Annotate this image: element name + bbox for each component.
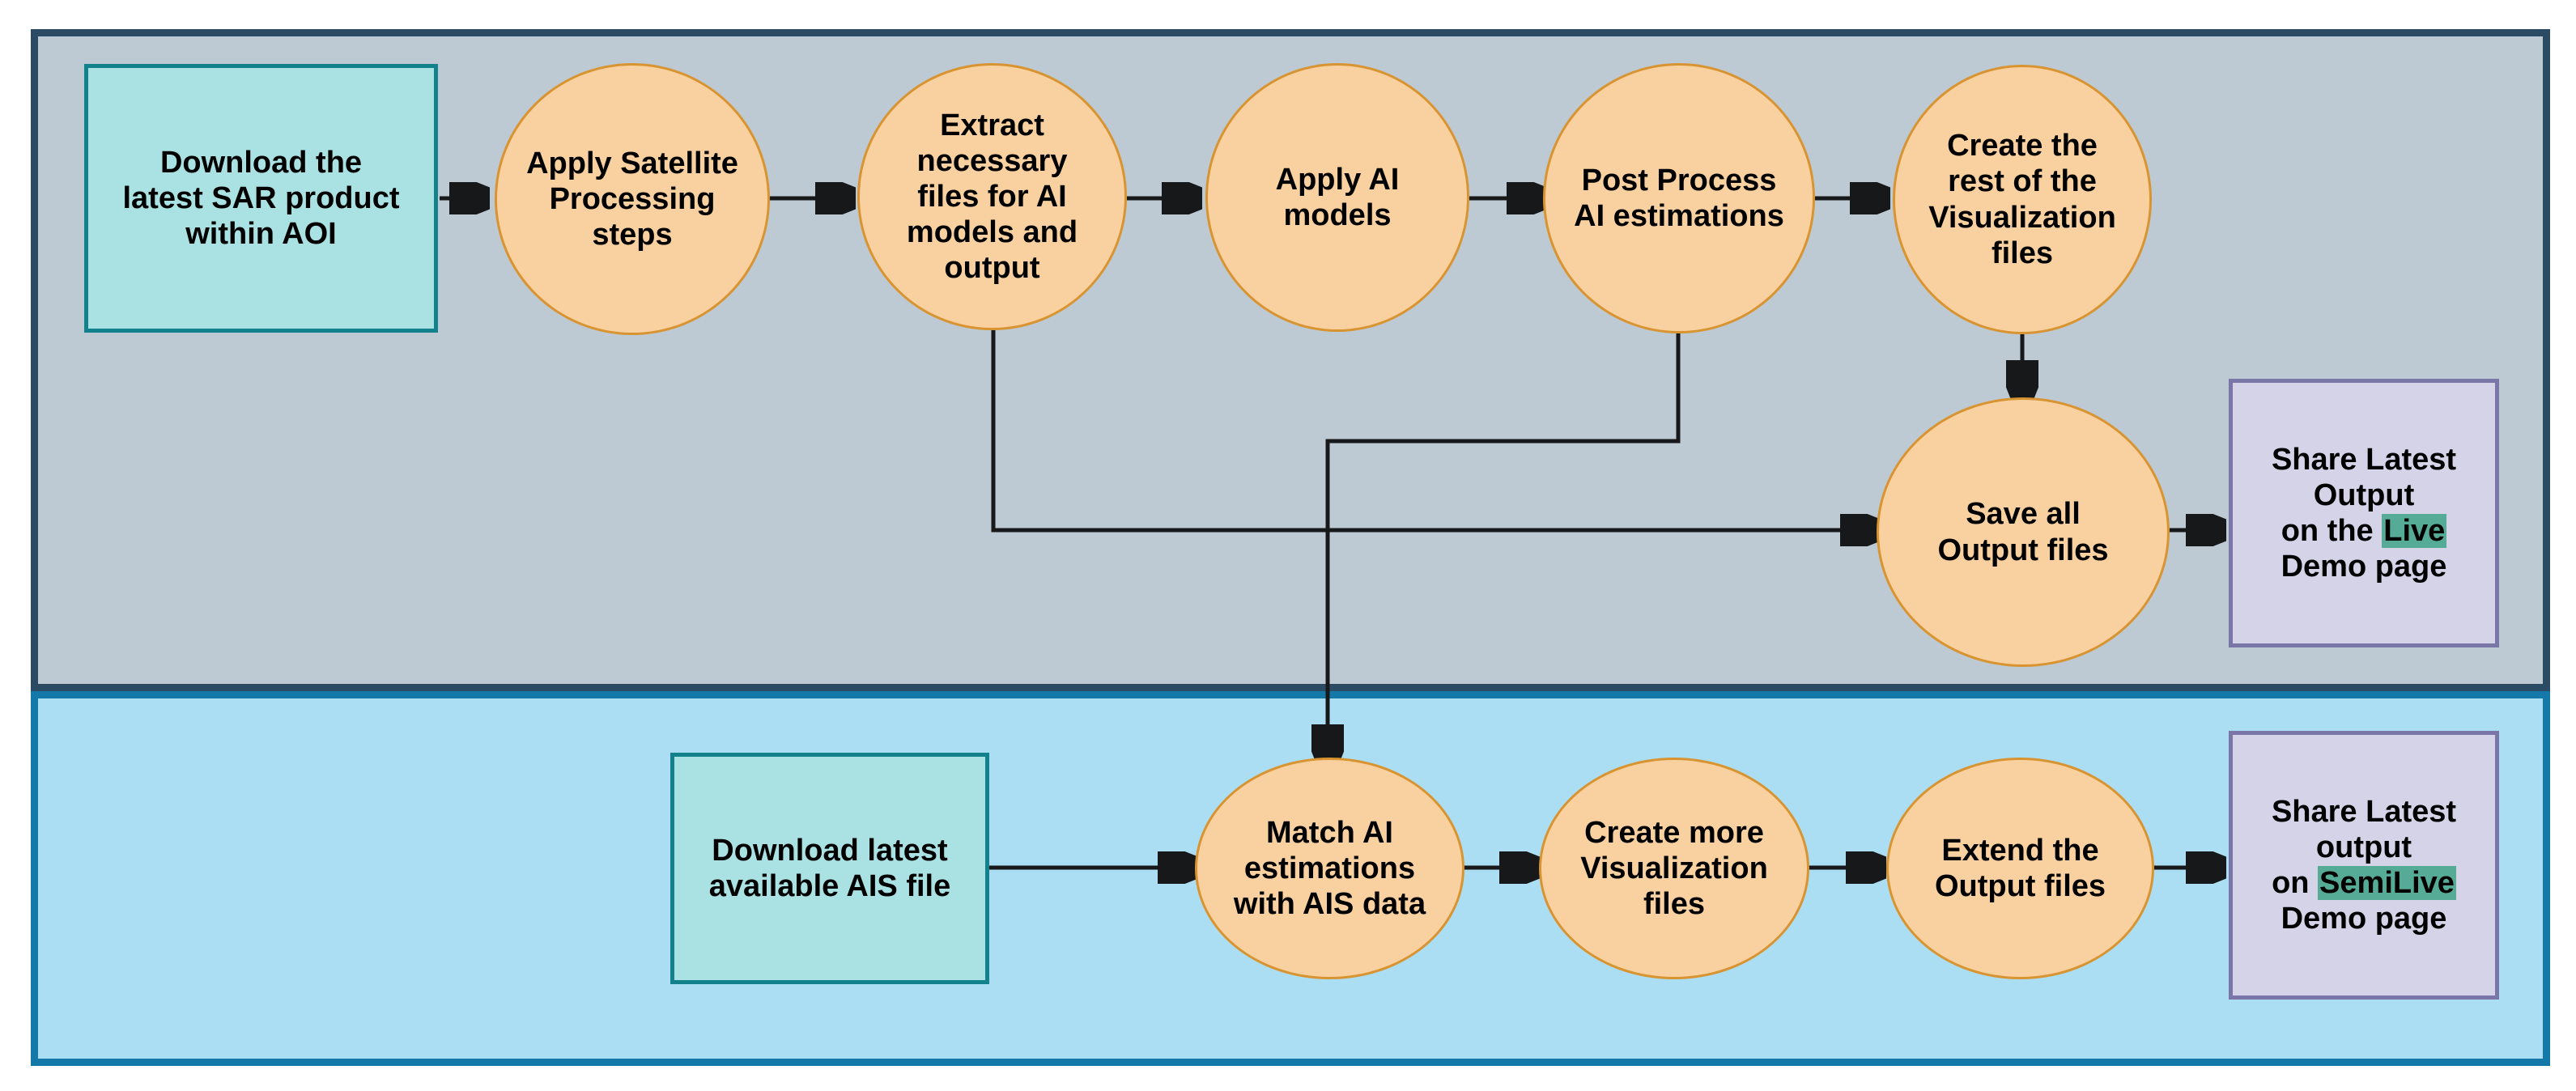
node-extend-output-files[interactable]: Extend the Output files [1886, 758, 2154, 979]
share-live-line-1: Share Latest [2271, 442, 2457, 477]
node-create-rest-visualization-files[interactable]: Create the rest of the Visualization fil… [1893, 65, 2152, 334]
share-semilive-highlight: SemiLive [2318, 866, 2456, 900]
node-download-sar-label: Download the latest SAR product within A… [122, 145, 400, 252]
share-semilive-line-1: Share Latest [2271, 794, 2457, 829]
node-download-latest-ais[interactable]: Download latest available AIS file [670, 753, 989, 984]
node-extract-necessary-files-label: Extract necessary files for AI models an… [906, 108, 1078, 286]
share-semilive-line-2: output [2315, 830, 2412, 864]
node-match-ai-estimations-label: Match AI estimations with AIS data [1233, 815, 1426, 922]
share-live-line-3: on the Live [2272, 513, 2456, 549]
node-save-all-output-files[interactable]: Save all Output files [1877, 397, 2170, 667]
share-live-highlight: Live [2382, 514, 2447, 548]
share-semilive-line-4: Demo page [2281, 902, 2447, 936]
node-apply-ai-models[interactable]: Apply AI models [1205, 63, 1469, 332]
share-live-prefix: on the [2281, 514, 2383, 548]
node-share-latest-output-live[interactable]: Share Latest Output on the Live Demo pag… [2229, 379, 2499, 647]
node-apply-satellite-processing-label: Apply Satellite Processing steps [526, 146, 738, 253]
share-semilive-prefix: on [2272, 866, 2319, 900]
node-create-more-visualization-files-label: Create more Visualization files [1580, 815, 1768, 922]
node-share-latest-output-semilive[interactable]: Share Latest output on SemiLive Demo pag… [2229, 731, 2499, 1000]
node-save-all-output-files-label: Save all Output files [1937, 497, 2109, 567]
node-share-latest-output-semilive-label: Share Latest output on SemiLive Demo pag… [2267, 794, 2461, 936]
share-semilive-line-3: on SemiLive [2272, 865, 2456, 901]
node-post-process-ai-estimations[interactable]: Post Process AI estimations [1543, 63, 1815, 333]
node-apply-ai-models-label: Apply AI models [1275, 162, 1400, 232]
node-download-sar[interactable]: Download the latest SAR product within A… [84, 64, 438, 333]
share-live-line-2: Output [2313, 478, 2415, 512]
node-create-more-visualization-files[interactable]: Create more Visualization files [1539, 758, 1809, 979]
share-live-line-4: Demo page [2281, 550, 2447, 584]
node-extend-output-files-label: Extend the Output files [1934, 833, 2106, 903]
node-post-process-ai-estimations-label: Post Process AI estimations [1574, 163, 1784, 233]
node-share-latest-output-live-label: Share Latest Output on the Live Demo pag… [2267, 442, 2461, 584]
node-download-latest-ais-label: Download latest available AIS file [708, 833, 951, 903]
node-match-ai-estimations[interactable]: Match AI estimations with AIS data [1195, 758, 1464, 979]
node-create-rest-visualization-files-label: Create the rest of the Visualization fil… [1928, 129, 2116, 270]
node-extract-necessary-files[interactable]: Extract necessary files for AI models an… [857, 63, 1127, 330]
node-apply-satellite-processing[interactable]: Apply Satellite Processing steps [495, 63, 770, 335]
